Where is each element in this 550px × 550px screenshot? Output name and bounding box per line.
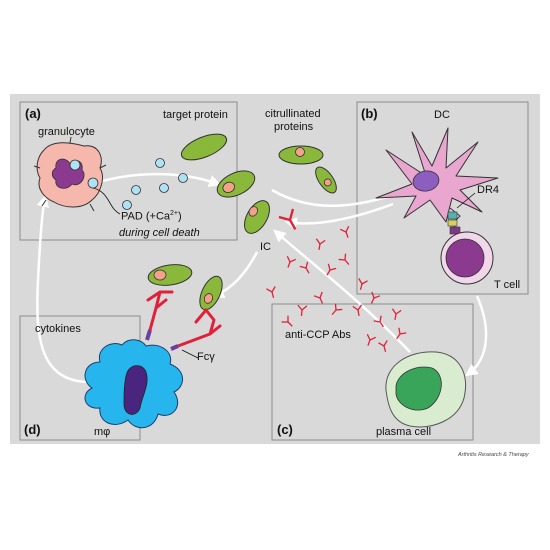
pad-label-close: ): [178, 210, 182, 223]
t-cell-label: T cell: [494, 279, 521, 291]
arrow-tcell-to-plasma: [464, 295, 488, 377]
target-protein-label: target protein: [163, 109, 228, 121]
panel-a-frame: [19, 101, 238, 241]
t-cell: [440, 231, 494, 285]
plasma-cell-label: plasma cell: [376, 426, 432, 438]
plasma-cell-nucleus: [395, 366, 442, 411]
macrophage-label: mφ: [94, 426, 111, 438]
arrow-dc-to-ic: [284, 202, 394, 230]
dr4-label: DR4: [477, 184, 500, 196]
cytokines-label: cytokines: [35, 323, 81, 335]
immune-complex-right: [170, 275, 223, 351]
panel-c-label: (c): [277, 422, 293, 437]
arrow-macrophage-to-granulocyte: [36, 194, 97, 384]
dr4-mhc-complex: [447, 207, 461, 235]
calcium-charge: 2+: [170, 210, 178, 217]
citrullinated-label-line1: citrullinated: [265, 108, 321, 120]
citrullinated-protein: [278, 145, 324, 165]
fcg-pointer-line: [181, 349, 199, 359]
flow-arrows: [36, 172, 488, 384]
arrow-citrullinated-to-dc: [271, 188, 391, 207]
calcium-dots: [122, 158, 188, 210]
anti-ccp-label: anti-CCP Abs: [285, 329, 351, 341]
pad-pointer-line: [92, 187, 121, 215]
dendritic-cell: [375, 127, 499, 223]
pad-label-text: PAD (+Ca: [121, 210, 171, 223]
fcg-label: Fcγ: [197, 351, 215, 363]
target-protein: [180, 133, 228, 161]
dc-nucleus: [412, 170, 440, 192]
granulocyte-label: granulocyte: [38, 126, 95, 138]
dc-label: DC: [434, 109, 450, 121]
macrophage: [84, 339, 183, 429]
panel-b-label: (b): [361, 106, 378, 121]
citrullinated-protein-ic: [244, 200, 270, 234]
dr4-pointer-line: [456, 192, 476, 209]
citrullinated-label-line2: proteins: [274, 121, 314, 133]
arrow-plasma-to-ic: [273, 229, 411, 353]
ic-label: IC: [260, 241, 271, 253]
plasma-cell: [385, 351, 466, 428]
arrow-granulocyte-to-citrullination: [94, 172, 222, 187]
journal-credit: Arthritis Research & Therapy: [458, 452, 529, 458]
panel-b-frame: [356, 101, 529, 295]
pad-granule: [87, 177, 99, 189]
panel-a-label: (a): [25, 106, 41, 121]
pad-granule: [69, 159, 81, 171]
citrullinating-protein: [216, 170, 256, 198]
macrophage-nucleus: [123, 365, 148, 415]
citrullinated-protein: [315, 166, 337, 194]
panel-d-label: (d): [24, 422, 41, 437]
pad-label: PAD (+Ca2+): [121, 210, 182, 223]
during-cell-death-label: during cell death: [119, 227, 200, 239]
t-cell-nucleus: [445, 238, 485, 278]
granulocyte: [33, 136, 107, 212]
immune-complex-left: [145, 264, 193, 341]
